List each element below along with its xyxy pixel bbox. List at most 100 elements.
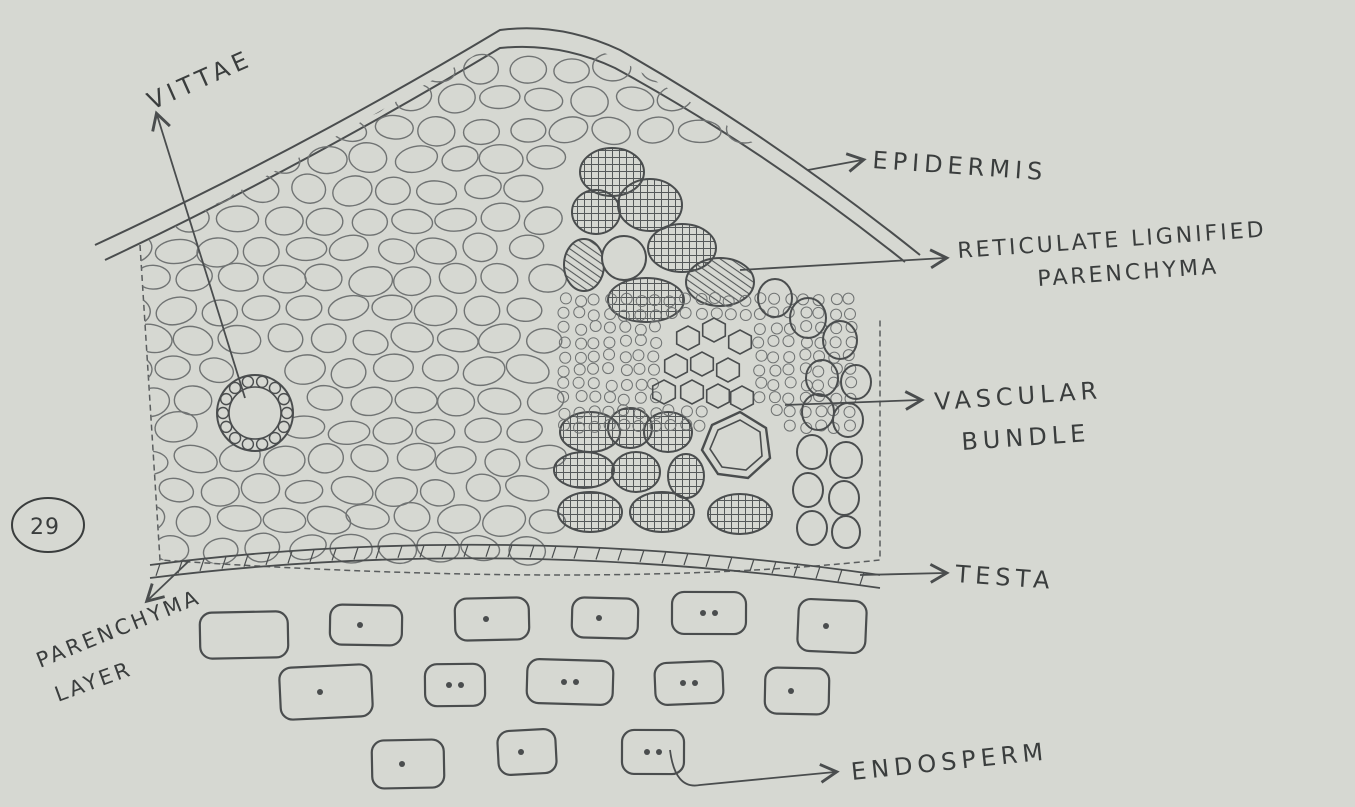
sheath-cell xyxy=(830,442,862,478)
phloem-cell xyxy=(559,408,570,419)
label-testa: TESTA xyxy=(954,560,1056,595)
parenchyma-cell xyxy=(422,354,459,382)
aleurone-grain xyxy=(788,688,794,694)
label-parenchyma-line2: LAYER xyxy=(52,657,136,707)
vitta-epithelial-cell xyxy=(242,376,253,387)
phloem-cell xyxy=(574,364,585,375)
parenchyma-cell xyxy=(330,172,376,210)
label-endosperm: ENDOSPERM xyxy=(850,737,1050,786)
phloem-cell xyxy=(648,364,659,375)
vitta-epithelial-cell xyxy=(221,394,232,405)
parenchyma-cell xyxy=(590,114,633,148)
phloem-cell xyxy=(813,366,824,377)
parenchyma-cell xyxy=(241,473,281,504)
parenchyma-cell xyxy=(503,472,551,505)
aleurone-grain xyxy=(823,623,829,629)
parenchyma-cell xyxy=(526,328,562,354)
sheath-cell xyxy=(797,511,827,545)
parenchyma-cell xyxy=(464,417,502,443)
parenchyma-cell xyxy=(329,473,376,508)
parenchyma-cell xyxy=(434,207,477,232)
parenchyma-cell xyxy=(128,321,174,356)
vittae-pointer xyxy=(157,115,245,398)
parenchyma-cell xyxy=(303,262,343,293)
parenchyma-cell xyxy=(218,149,260,177)
lignified-cell xyxy=(558,492,622,532)
lignified-cell xyxy=(612,452,660,492)
aleurone-grain xyxy=(596,615,602,621)
parenchyma-cell xyxy=(108,536,153,565)
phloem-cell xyxy=(769,293,780,304)
phloem-cell xyxy=(755,293,766,304)
lignified-cell xyxy=(644,412,692,452)
aleurone-grain xyxy=(518,749,524,755)
vitta-epithelial-cell xyxy=(221,421,232,432)
lignified-cell xyxy=(708,494,772,534)
parenchyma-cell xyxy=(349,384,395,419)
phloem-cell xyxy=(740,310,751,321)
phloem-cell xyxy=(813,380,824,391)
parenchyma-cell xyxy=(257,83,302,118)
parenchyma-cell xyxy=(171,441,220,477)
phloem-cell xyxy=(753,337,764,348)
figure-number-badge: 29 xyxy=(12,498,84,552)
phloem-cell xyxy=(769,392,780,403)
parenchyma-cell xyxy=(440,143,481,175)
parenchyma-cell xyxy=(153,293,199,329)
phloem-cell xyxy=(576,391,587,402)
phloem-cell xyxy=(588,351,599,362)
phloem-cell xyxy=(784,406,795,417)
phloem-cell xyxy=(620,335,631,346)
phloem-cell xyxy=(725,309,736,320)
phloem-cell xyxy=(844,309,855,320)
phloem-cell xyxy=(648,351,659,362)
parenchyma-cell xyxy=(521,203,565,238)
parenchyma-cell xyxy=(390,207,433,235)
phloem-cell xyxy=(771,405,782,416)
phloem-cell xyxy=(754,365,765,376)
parenchyma-cell xyxy=(263,507,307,533)
parenchyma-cell xyxy=(306,384,343,411)
phloem-cell xyxy=(754,392,765,403)
parenchyma-cell xyxy=(376,236,417,268)
parenchyma-cell xyxy=(436,326,479,354)
xylem-cell xyxy=(717,358,740,382)
endosperm-cell xyxy=(797,599,867,654)
phloem-cell xyxy=(784,352,795,363)
parenchyma-cell xyxy=(418,477,457,510)
parenchyma-cell xyxy=(377,53,414,84)
parenchyma-cell xyxy=(286,237,327,261)
reticulate-pointer xyxy=(740,258,945,270)
phloem-cell xyxy=(604,349,615,360)
phloem-cell xyxy=(844,420,855,431)
phloem-cell xyxy=(680,307,691,318)
parenchyma-cell xyxy=(465,472,502,503)
phloem-cell xyxy=(649,321,660,332)
label-reticulate-line1: RETICULATE LIGNIFIED xyxy=(957,217,1268,264)
parenchyma-cell xyxy=(331,60,368,86)
phloem-cell xyxy=(768,380,779,391)
aleurone-grain xyxy=(317,689,323,695)
xylem-cell xyxy=(665,354,688,378)
parenchyma-cell xyxy=(243,531,281,564)
parenchyma-cell xyxy=(505,417,543,444)
phloem-cell xyxy=(768,335,779,346)
parenchyma-cell xyxy=(463,119,500,145)
parenchyma-cell xyxy=(814,52,855,82)
parenchyma-cell xyxy=(461,230,500,264)
phloem-cell xyxy=(635,324,646,335)
lignified-cell xyxy=(630,492,694,532)
phloem-cell xyxy=(771,323,782,334)
endosperm-cell xyxy=(455,597,530,641)
parenchyma-cell xyxy=(462,52,500,86)
phloem-cell xyxy=(588,310,599,321)
phloem-cell xyxy=(756,377,767,388)
parenchyma-cell xyxy=(310,322,348,354)
figure-number: 29 xyxy=(30,515,60,540)
aleurone-grain xyxy=(561,679,567,685)
vitta-epithelial-cell xyxy=(257,376,268,387)
parenchyma-cell xyxy=(770,57,815,88)
parenchyma-cell xyxy=(508,535,547,566)
parenchyma-cell xyxy=(172,204,211,235)
